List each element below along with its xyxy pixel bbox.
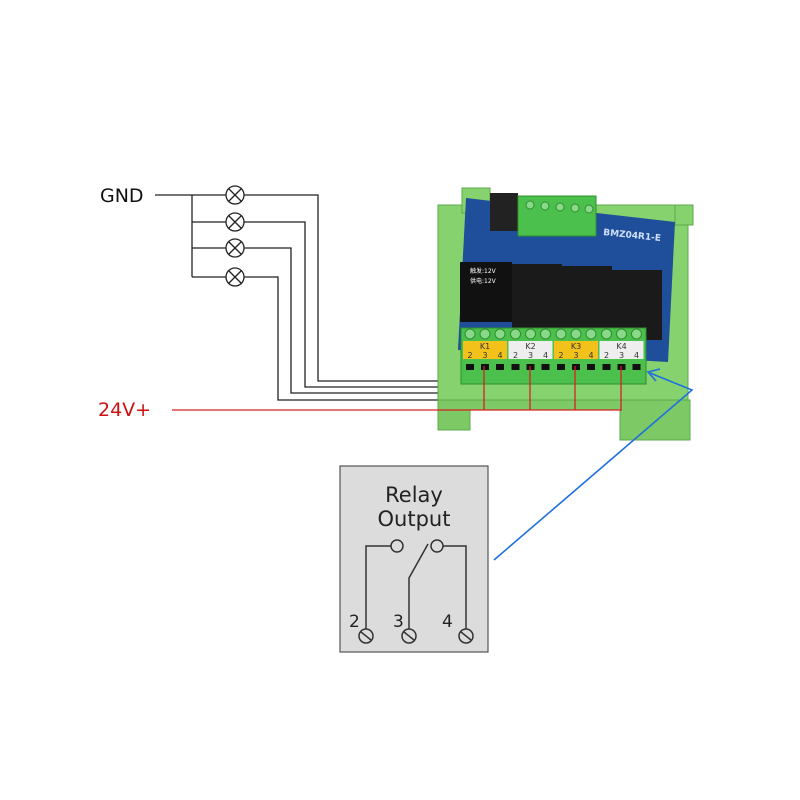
terminal-socket: [587, 364, 595, 370]
channel-name: K2: [525, 342, 535, 351]
terminal-socket: [481, 364, 489, 370]
terminal-screw: [479, 328, 491, 340]
relay-spec-2: 供电:12V: [470, 277, 497, 285]
terminal-screw: [601, 328, 612, 340]
terminal-screw: [525, 328, 536, 340]
terminal-screw: [616, 328, 627, 340]
lamp-icon: [225, 267, 245, 287]
lamp-icon: [225, 212, 245, 232]
terminal-screw: [585, 328, 597, 340]
channel-label-bg: [554, 341, 598, 359]
channel-name: K1: [480, 342, 490, 351]
terminal-number: 4: [634, 351, 639, 360]
pin-3-label: 3: [393, 612, 404, 632]
pin-4-label: 4: [442, 612, 453, 632]
terminal-screw: [464, 328, 476, 340]
terminal-screw: [555, 328, 567, 340]
gnd-label: GND: [100, 185, 144, 207]
relay-spec-1: 触发:12V: [470, 267, 497, 275]
relay-output-title-2: Output: [378, 507, 451, 531]
terminal-socket: [496, 364, 504, 370]
terminal-screw: [631, 328, 642, 340]
terminal-screw: [510, 328, 521, 340]
terminal-socket: [572, 364, 580, 370]
terminal-socket: [602, 364, 611, 370]
terminal-number: 3: [528, 351, 533, 360]
channel-label-bg: [599, 341, 644, 359]
lamp-icon: [225, 238, 245, 258]
relay-output-title-1: Relay: [385, 483, 443, 507]
terminal-socket: [632, 364, 641, 370]
terminal-number: 2: [467, 351, 472, 360]
terminal-socket: [541, 364, 550, 370]
pin-2-label: 2: [349, 612, 360, 632]
terminal-socket: [511, 364, 520, 370]
channel-label-bg: [508, 341, 553, 359]
lamp-icon: [225, 185, 245, 205]
v24-label: 24V+: [98, 399, 151, 421]
channel-name: K3: [571, 342, 581, 351]
terminal-socket: [557, 364, 565, 370]
terminal-number: 2: [513, 351, 518, 360]
terminal-number: 2: [558, 351, 563, 360]
terminal-number: 2: [604, 351, 609, 360]
channel-name: K4: [616, 342, 626, 351]
terminal-number: 3: [619, 351, 624, 360]
terminal-number: 3: [573, 351, 578, 360]
relay-output-schematic: Relay Output 2 3 4: [339, 465, 489, 653]
terminal-number: 4: [543, 351, 548, 360]
terminal-number: 3: [482, 351, 487, 360]
gnd-bus: [155, 194, 226, 278]
terminal-number: 4: [497, 351, 502, 360]
terminal-number: 4: [588, 351, 593, 360]
terminal-screw: [570, 328, 582, 340]
terminal-screw: [494, 328, 506, 340]
channel-label-bg: [463, 341, 507, 359]
terminal-socket: [466, 364, 474, 370]
v24-wires: [172, 366, 622, 411]
terminal-screw: [540, 328, 551, 340]
callout-arrow: [493, 368, 694, 561]
